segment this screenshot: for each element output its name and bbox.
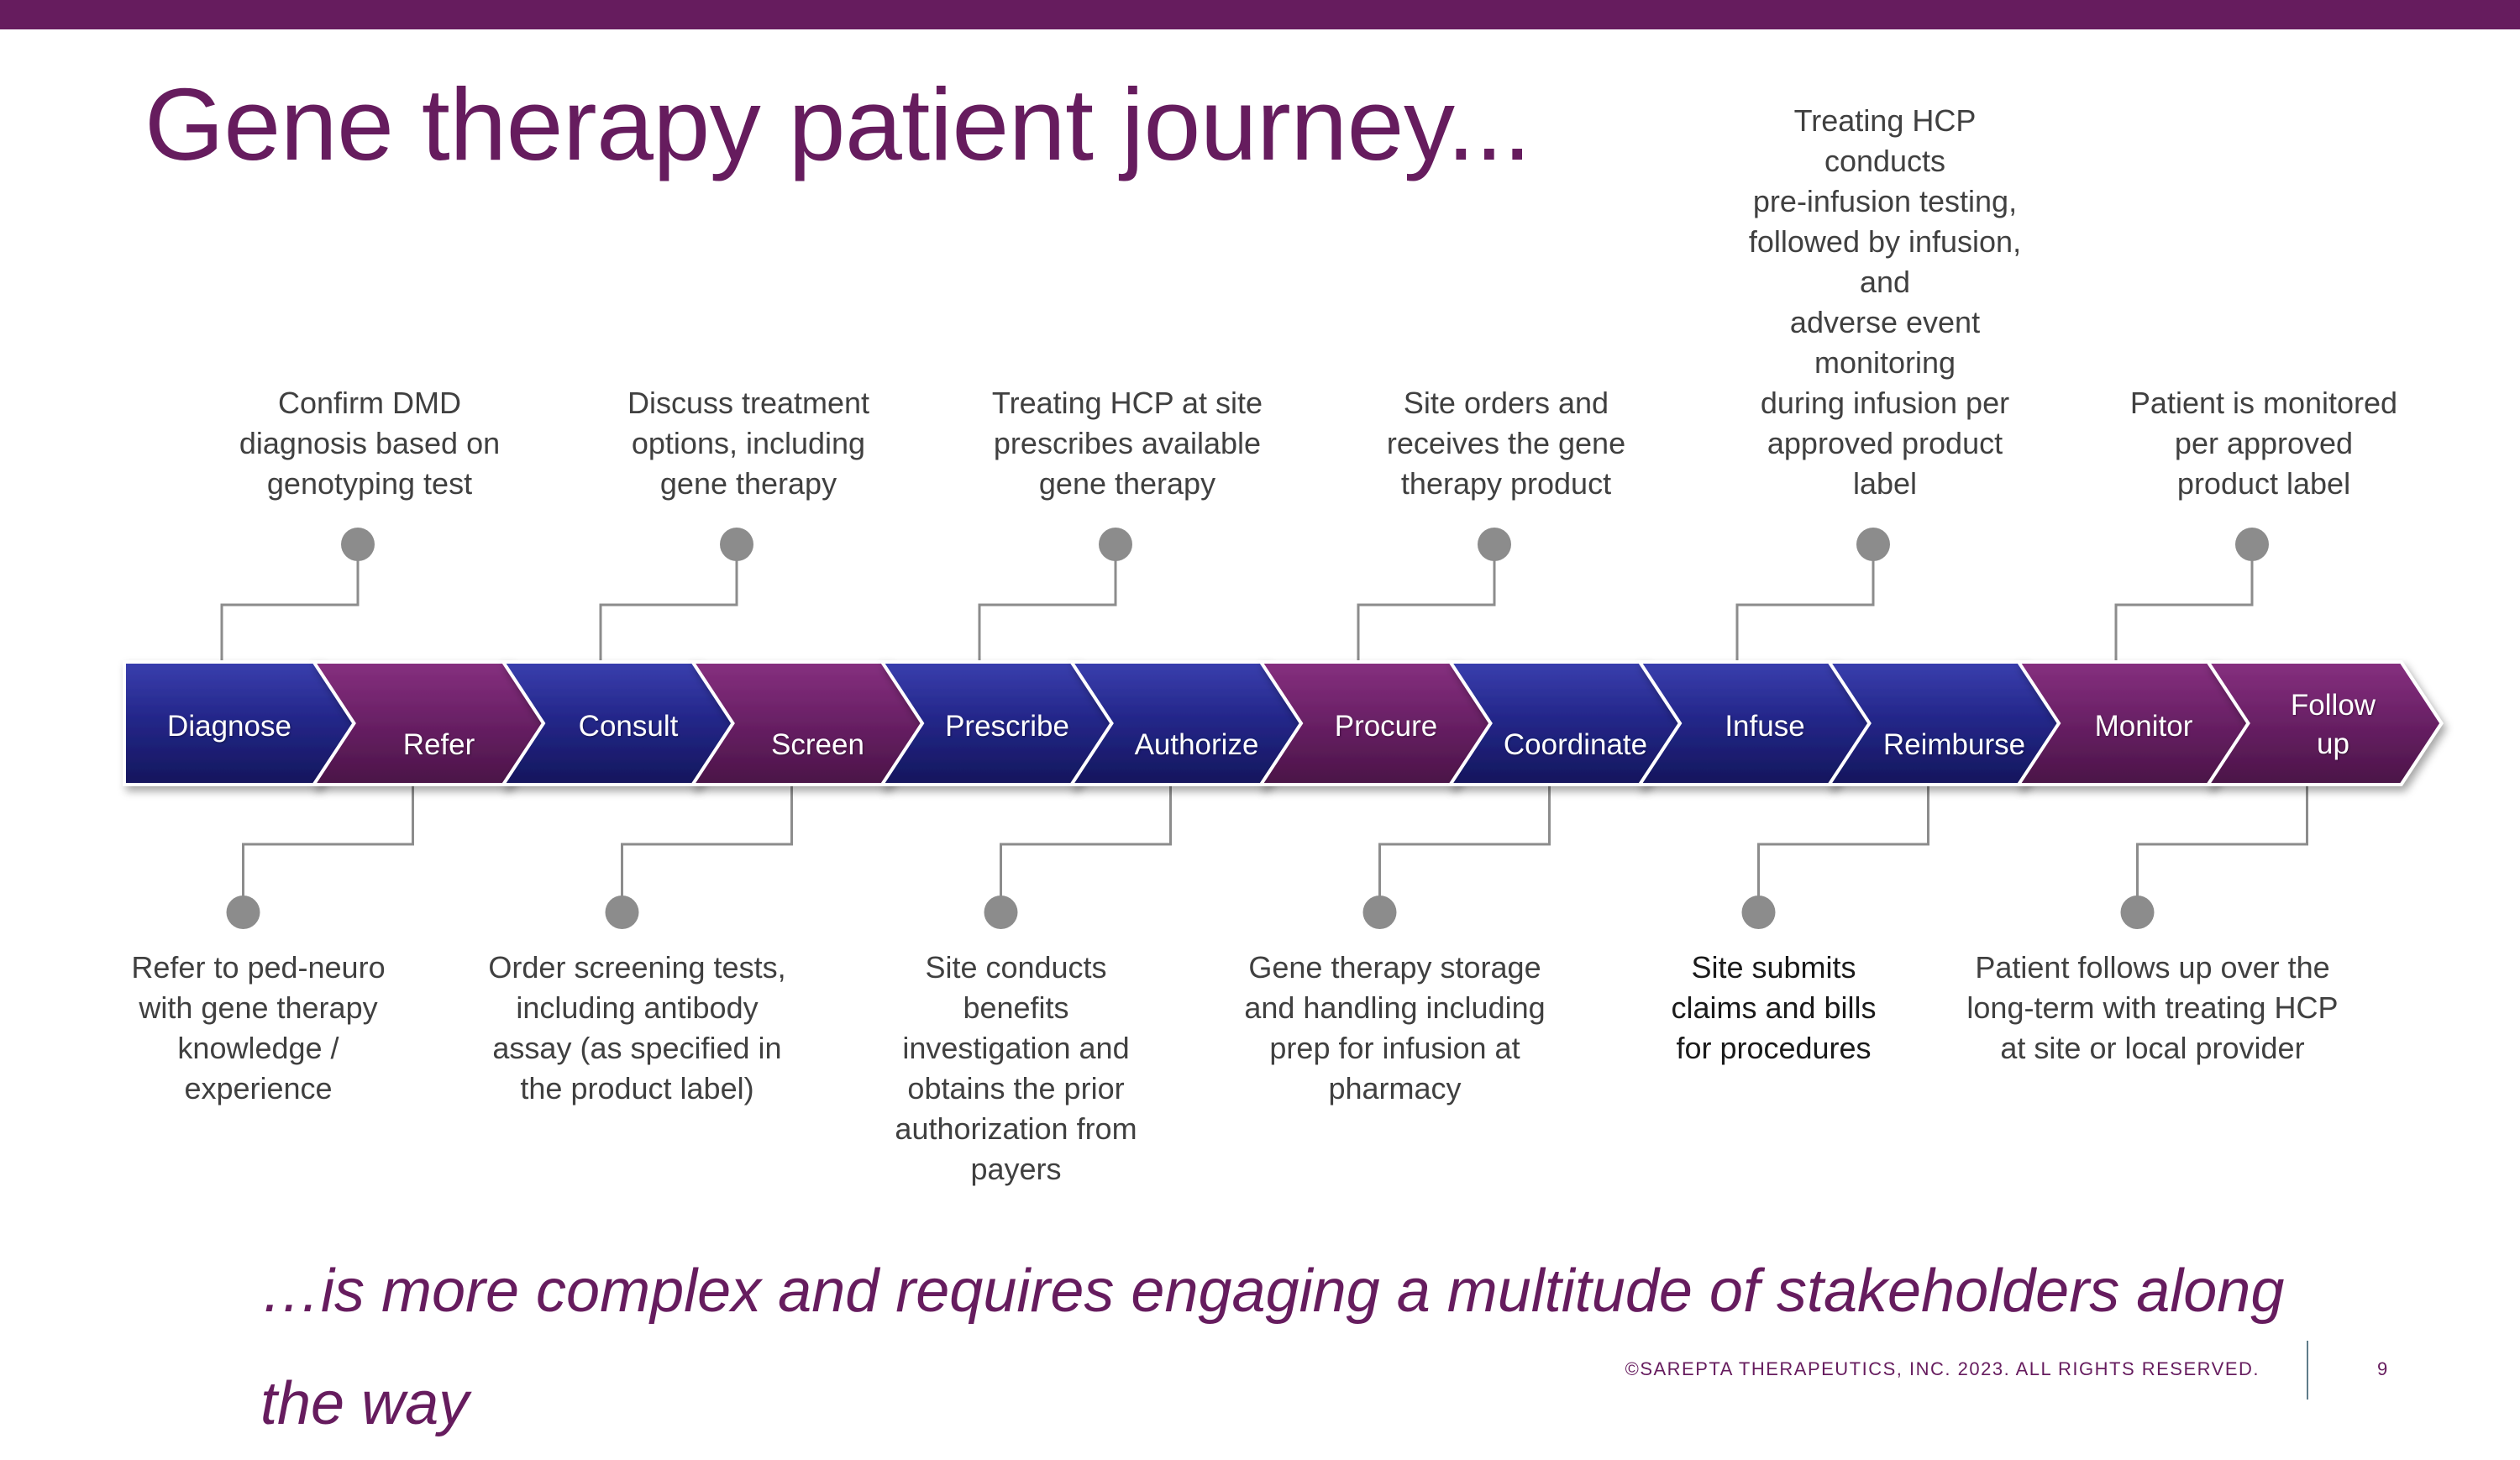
- step-description: Order screening tests,including antibody…: [488, 950, 786, 1106]
- callout-dot-bottom-follow-up: [2120, 895, 2155, 929]
- step-label-diagnose: Diagnose: [167, 710, 291, 743]
- callout-dot-bottom-screen: [605, 895, 639, 929]
- connector-bottom-screen: [621, 785, 793, 912]
- connector-bottom-reimburse: [1757, 785, 1929, 912]
- footer-divider: [2307, 1341, 2308, 1400]
- journey-chevron-svg: [123, 528, 2444, 929]
- step-label-monitor: Monitor: [2094, 710, 2193, 743]
- connector-top-infuse: [1735, 544, 1875, 662]
- chevron-follow-up: [2204, 660, 2444, 786]
- step-label-prescribe: Prescribe: [945, 710, 1069, 743]
- step-label-reimburse: Reimburse: [1882, 728, 2026, 761]
- slide-tagline: …is more complex and requires engaging a…: [260, 1258, 2285, 1437]
- callout-dot-bottom-authorize: [984, 895, 1018, 929]
- step-label-screen: Screen: [771, 728, 864, 761]
- callout-dot-top-prescribe: [1099, 528, 1132, 561]
- callout-dot-top-consult: [720, 528, 753, 561]
- step-label-procure: Procure: [1334, 710, 1438, 743]
- connector-bottom-coordinate: [1378, 785, 1551, 912]
- callout-dot-top-infuse: [1856, 528, 1890, 561]
- callout-dot-top-diagnose: [341, 528, 375, 561]
- connector-bottom-authorize: [1000, 785, 1172, 912]
- step-label-infuse: Infuse: [1725, 710, 1805, 743]
- callout-dot-bottom-reimburse: [1741, 895, 1776, 929]
- connector-bottom-refer: [242, 785, 414, 912]
- page-number: 9: [2377, 1358, 2388, 1379]
- top-brand-bar: [0, 0, 2520, 29]
- connector-top-procure: [1357, 544, 1496, 662]
- callout-dot-bottom-coordinate: [1362, 895, 1397, 929]
- step-label-refer: Refer: [402, 728, 475, 761]
- slide-title: Gene therapy patient journey...: [144, 67, 1531, 181]
- callout-dot-top-monitor: [2235, 528, 2269, 561]
- step-label-consult: Consult: [578, 710, 679, 743]
- callout-dot-top-procure: [1478, 528, 1511, 561]
- step-label-coordinate: Coordinate: [1503, 728, 1648, 761]
- connector-bottom-follow-up: [2136, 785, 2308, 912]
- connector-top-prescribe: [978, 544, 1117, 662]
- copyright-footer: ©SAREPTA THERAPEUTICS, INC. 2023. ALL RI…: [1625, 1358, 2260, 1379]
- connector-top-monitor: [2114, 544, 2254, 662]
- callout-dot-bottom-refer: [226, 895, 260, 929]
- step-label-authorize: Authorize: [1134, 728, 1259, 761]
- connector-top-consult: [599, 544, 738, 662]
- connector-top-diagnose: [220, 544, 360, 662]
